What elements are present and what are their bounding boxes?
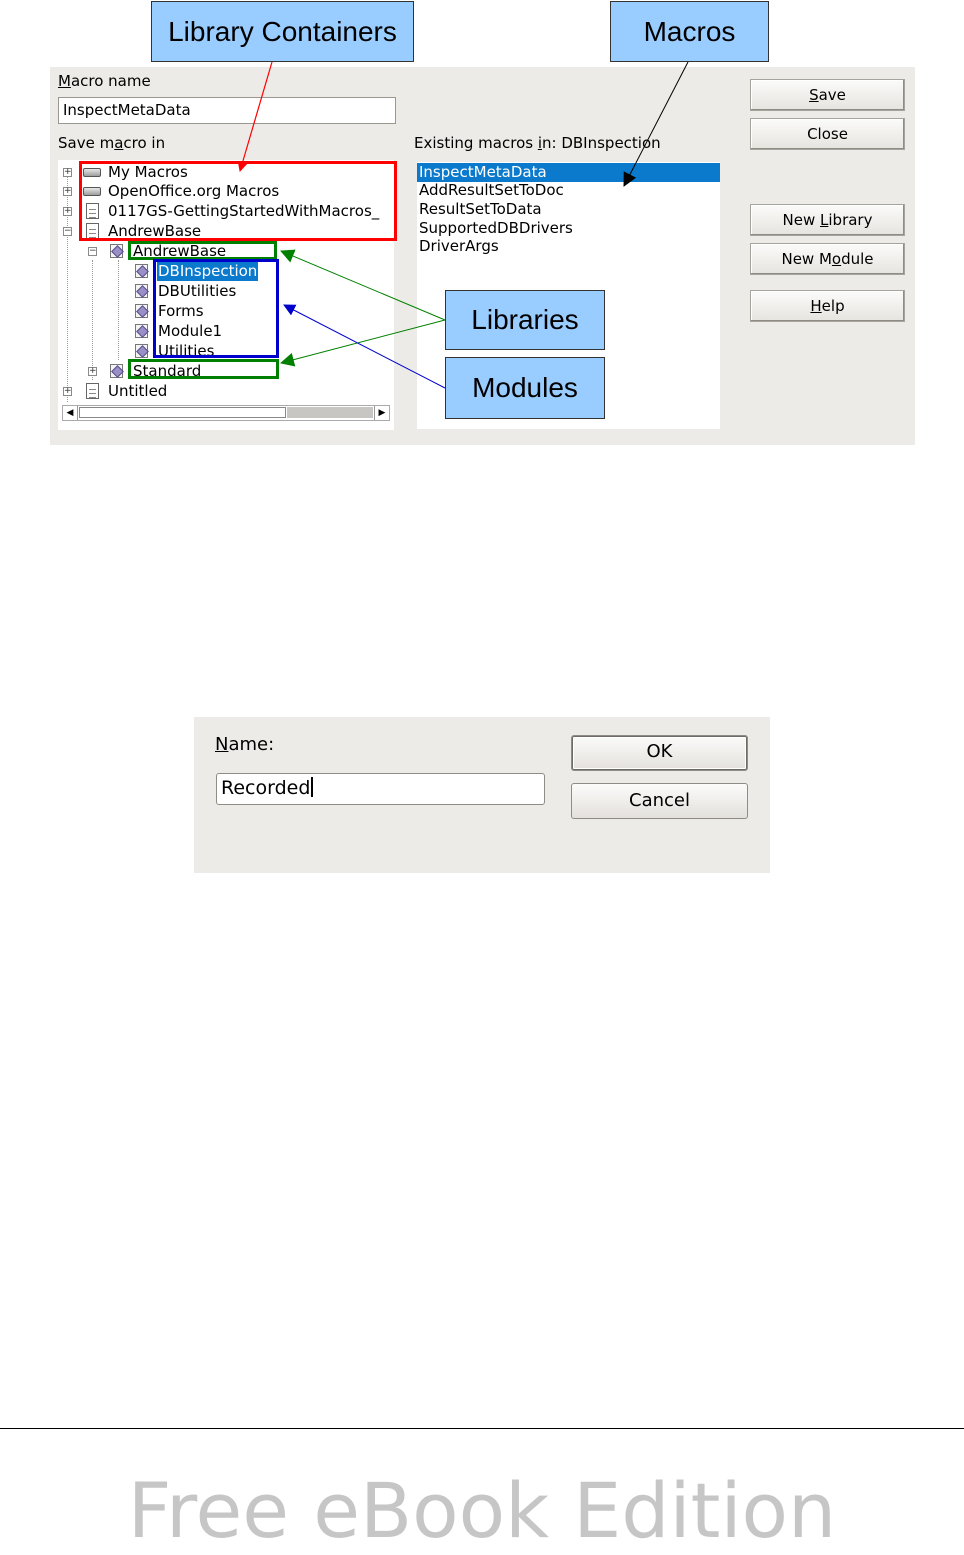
macro-name-label: Macro name <box>58 72 151 90</box>
library-containers-callout: Library Containers <box>151 1 414 62</box>
macro-list-item[interactable]: AddResultSetToDoc <box>419 181 564 199</box>
expand-icon[interactable]: + <box>63 186 72 196</box>
modules-callout: Modules <box>445 357 605 419</box>
name-label: Name: <box>215 734 275 755</box>
text-caret <box>311 777 314 797</box>
drive-icon <box>83 187 101 196</box>
help-button[interactable]: Help <box>750 290 905 322</box>
macros-callout: Macros <box>610 1 769 62</box>
existing-macros-label: Existing macros in: DBInspection <box>414 134 661 152</box>
collapse-icon[interactable]: − <box>63 226 72 236</box>
library-icon <box>110 364 123 378</box>
new-module-button[interactable]: New Module <box>750 243 905 275</box>
module-icon <box>135 264 148 278</box>
tree-horizontal-scrollbar[interactable]: ◀ ▶ <box>62 405 390 421</box>
save-macro-in-label: Save macro in <box>58 134 166 152</box>
modules-highlight <box>153 259 279 358</box>
standard-library-highlight <box>128 359 279 379</box>
macro-list-item[interactable]: DriverArgs <box>419 237 499 255</box>
andrewbase-library-highlight <box>128 241 277 260</box>
document-icon <box>86 383 99 399</box>
ok-button[interactable]: OK <box>571 735 748 771</box>
new-library-button[interactable]: New Library <box>750 204 905 236</box>
macro-name-input[interactable]: InspectMetaData <box>58 97 396 124</box>
save-button[interactable]: Save <box>750 79 905 111</box>
macro-list-item[interactable]: InspectMetaData <box>417 163 720 182</box>
module-icon <box>135 284 148 298</box>
collapse-icon[interactable]: − <box>88 246 97 256</box>
module-icon <box>135 344 148 358</box>
watermark-text: Free eBook Edition <box>127 1466 837 1555</box>
scroll-right-icon[interactable]: ▶ <box>374 406 389 420</box>
expand-icon[interactable]: + <box>63 206 72 216</box>
macro-list-item[interactable]: ResultSetToData <box>419 200 542 218</box>
library-containers-highlight <box>79 161 397 241</box>
libraries-callout: Libraries <box>445 290 605 350</box>
drive-icon <box>83 168 101 177</box>
scrollbar-thumb[interactable] <box>79 407 286 418</box>
footer-rule <box>0 1428 964 1429</box>
expand-icon[interactable]: + <box>88 366 97 376</box>
module-icon <box>135 324 148 338</box>
new-module-name-dialog: Name: Recorded OK Cancel <box>194 717 770 873</box>
scrollbar-track[interactable] <box>287 407 373 418</box>
macro-list-item[interactable]: SupportedDBDrivers <box>419 219 573 237</box>
close-button[interactable]: Close <box>750 118 905 150</box>
basic-macros-dialog: Macro name InspectMetaData Save macro in… <box>50 67 915 445</box>
library-icon <box>110 244 123 258</box>
document-icon <box>86 203 99 219</box>
name-input[interactable]: Recorded <box>216 773 545 805</box>
module-icon <box>135 304 148 318</box>
cancel-button[interactable]: Cancel <box>571 783 748 819</box>
expand-icon[interactable]: + <box>63 386 72 396</box>
scroll-left-icon[interactable]: ◀ <box>63 406 78 420</box>
expand-icon[interactable]: + <box>63 167 72 177</box>
